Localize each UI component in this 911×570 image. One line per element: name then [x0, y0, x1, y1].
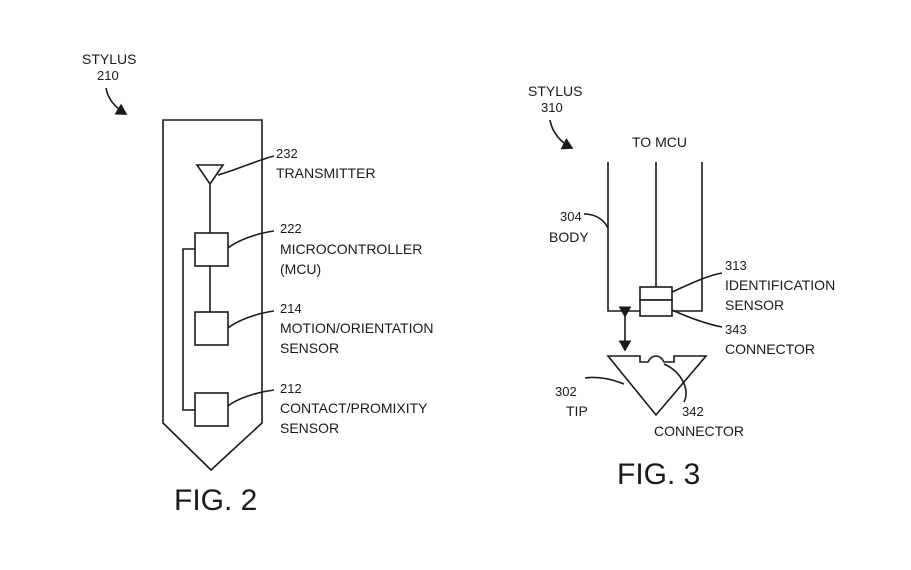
fig3-caption: FIG. 3	[617, 458, 700, 491]
connector-342-number: 342	[682, 404, 704, 419]
connector-342-label: CONNECTOR	[654, 423, 744, 439]
motion-label-line2: SENSOR	[280, 340, 339, 356]
tip-label: TIP	[566, 403, 588, 419]
contact-label-line1: CONTACT/PROMIXITY	[280, 400, 428, 416]
fig3-stylus-number: 310	[541, 100, 563, 115]
mcu-box	[194, 232, 229, 267]
fig2-diagram: STYLUS 210 232 TRANSMITTER 222 MICROCONT…	[82, 51, 433, 517]
to-mcu-label: TO MCU	[632, 134, 687, 150]
fig2-stylus-number: 210	[97, 68, 119, 83]
mcu-leader	[227, 230, 275, 249]
tip-leader	[584, 376, 625, 385]
body-label: BODY	[549, 229, 589, 245]
fig2-side-bus	[182, 248, 195, 411]
connector-343-leader	[671, 309, 723, 328]
fig2-stylus-label: STYLUS	[82, 51, 136, 67]
contact-label-line2: SENSOR	[280, 420, 339, 436]
fig2-caption: FIG. 2	[174, 484, 257, 517]
mcu-label-line1: MICROCONTROLLER	[280, 241, 422, 257]
id-sensor-label-line2: SENSOR	[725, 297, 784, 313]
connector-343-label: CONNECTOR	[725, 341, 815, 357]
tip-number: 302	[555, 384, 577, 399]
motion-sensor-box	[194, 311, 229, 346]
motion-leader	[227, 310, 275, 329]
fig3-stylus-label: STYLUS	[528, 83, 582, 99]
body-leader	[583, 213, 609, 229]
connector-343-box	[639, 299, 673, 317]
transmitter-number: 232	[276, 146, 298, 161]
contact-leader	[227, 389, 275, 407]
body-number: 304	[560, 209, 582, 224]
id-sensor-label-line1: IDENTIFICATION	[725, 277, 835, 293]
transmitter-antenna-icon	[195, 164, 225, 186]
contact-sensor-box	[194, 392, 229, 427]
id-sensor-number: 313	[725, 258, 747, 273]
fig2-stylus-outline	[162, 119, 263, 472]
motion-number: 214	[280, 301, 302, 316]
transmitter-label: TRANSMITTER	[276, 165, 376, 181]
connector-343-number: 343	[725, 322, 747, 337]
fig2-stylus-arrow	[105, 87, 128, 115]
fig3-stylus-arrow	[549, 119, 574, 150]
mcu-label-line2: (MCU)	[280, 261, 321, 277]
tip-outline	[606, 355, 708, 417]
id-sensor-leader	[671, 272, 723, 293]
connector-342-leader	[663, 363, 687, 403]
motion-label-line1: MOTION/ORIENTATION	[280, 320, 433, 336]
identification-sensor-box	[639, 286, 673, 301]
fig3-diagram: STYLUS 310 TO MCU 304 BODY 313 IDENTIFIC…	[528, 83, 835, 491]
transmitter-leader	[217, 155, 275, 176]
contact-number: 212	[280, 381, 302, 396]
mcu-number: 222	[280, 221, 302, 236]
